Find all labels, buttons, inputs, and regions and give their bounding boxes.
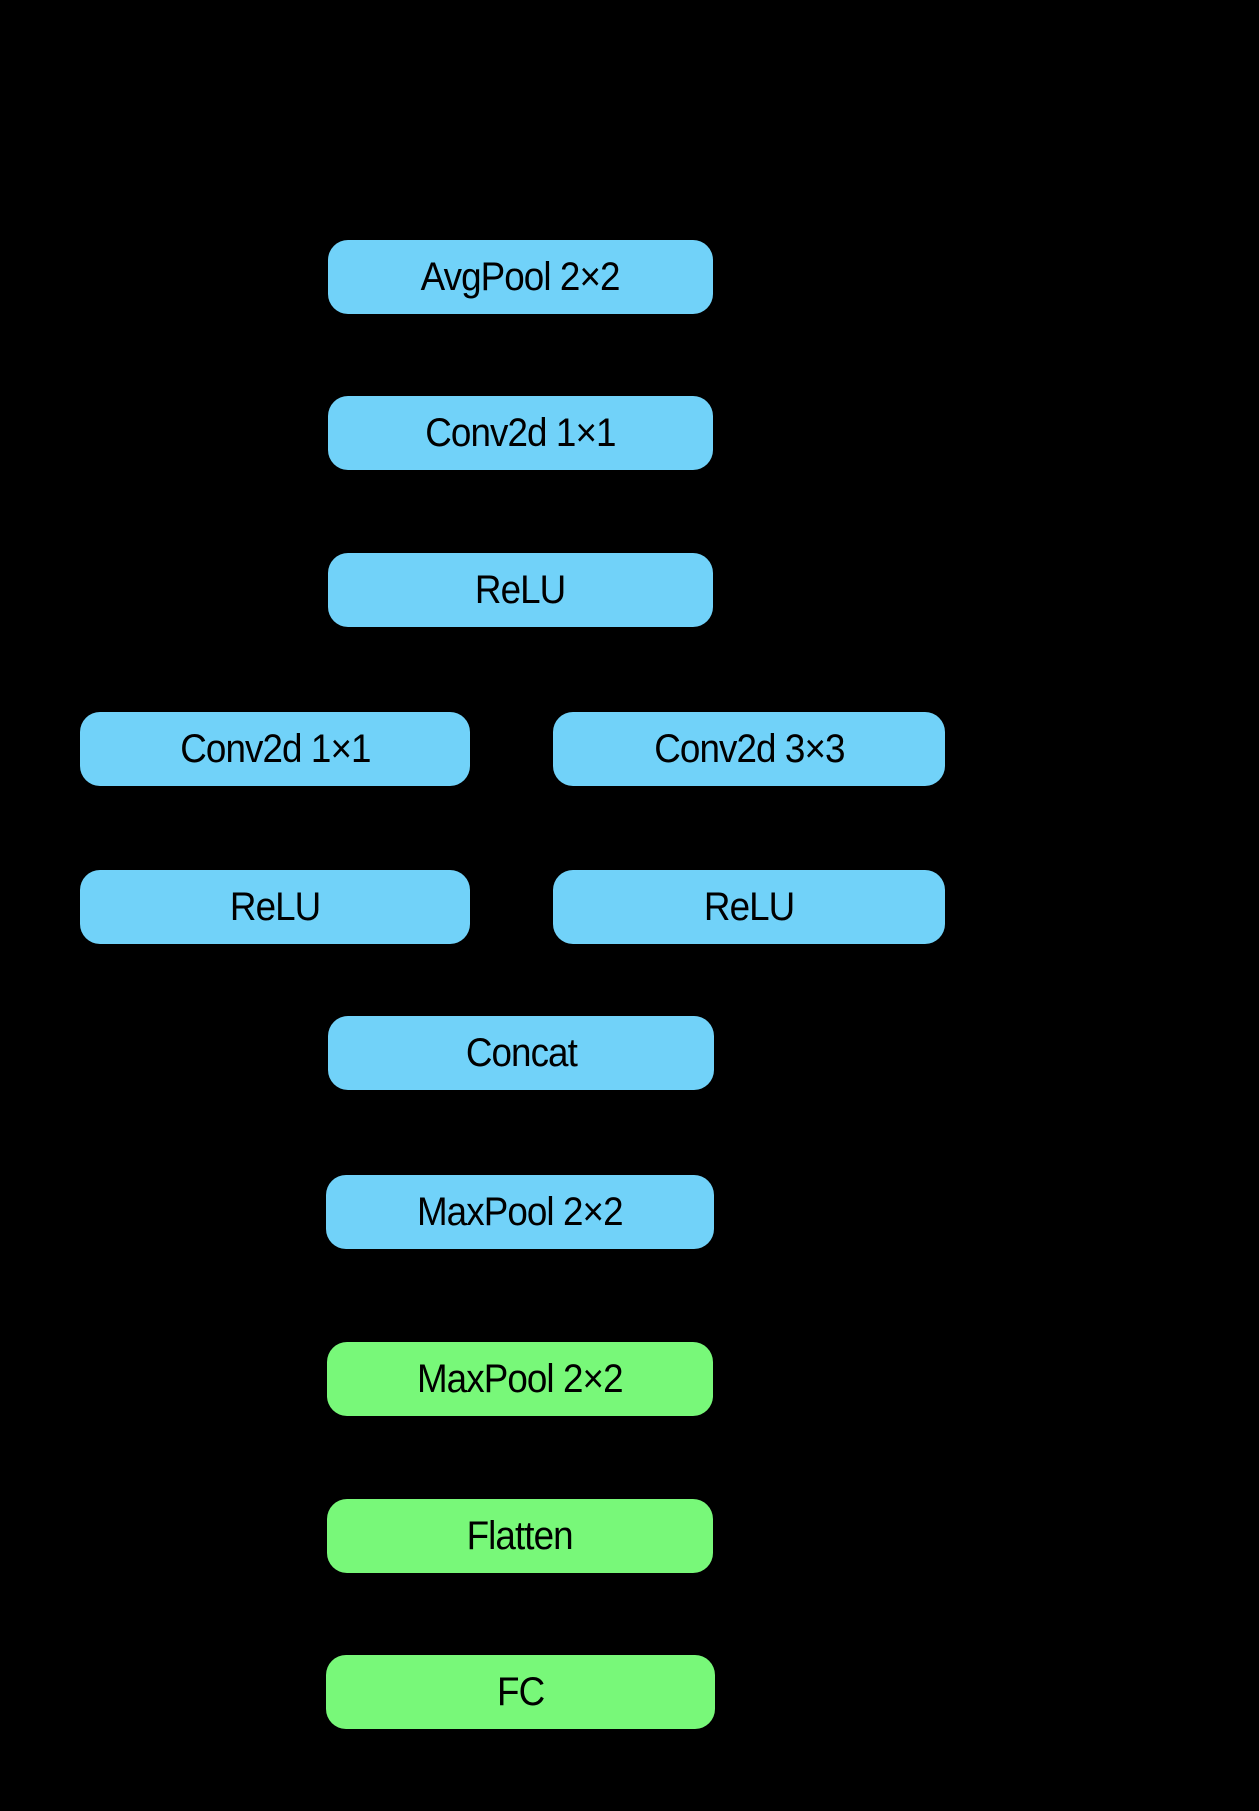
node-flatten: Flatten [327, 1499, 713, 1573]
node-relu-right: ReLU [553, 870, 945, 944]
node-label: FC [496, 1669, 545, 1714]
node-label: ReLU [229, 884, 321, 929]
node-conv2d-1x1-left: Conv2d 1×1 [80, 712, 470, 786]
node-label: ReLU [703, 884, 795, 929]
node-avgpool-2x2: AvgPool 2×2 [328, 240, 713, 314]
node-label: Conv2d 3×3 [653, 726, 845, 771]
node-label: MaxPool 2×2 [417, 1189, 624, 1234]
node-label: Conv2d 1×1 [179, 726, 371, 771]
node-conv2d-1x1-top: Conv2d 1×1 [328, 396, 713, 470]
node-maxpool-2x2-blue: MaxPool 2×2 [326, 1175, 714, 1249]
node-label: Flatten [466, 1513, 574, 1558]
node-conv2d-3x3-right: Conv2d 3×3 [553, 712, 945, 786]
node-label: Conv2d 1×1 [425, 410, 616, 455]
node-relu-left: ReLU [80, 870, 470, 944]
node-label: MaxPool 2×2 [417, 1356, 624, 1401]
node-label: Concat [465, 1030, 577, 1075]
node-label: ReLU [475, 567, 566, 612]
node-concat: Concat [328, 1016, 714, 1090]
node-label: AvgPool 2×2 [421, 254, 621, 299]
node-relu-top: ReLU [328, 553, 713, 627]
node-maxpool-2x2-green: MaxPool 2×2 [327, 1342, 713, 1416]
node-fc: FC [326, 1655, 715, 1729]
